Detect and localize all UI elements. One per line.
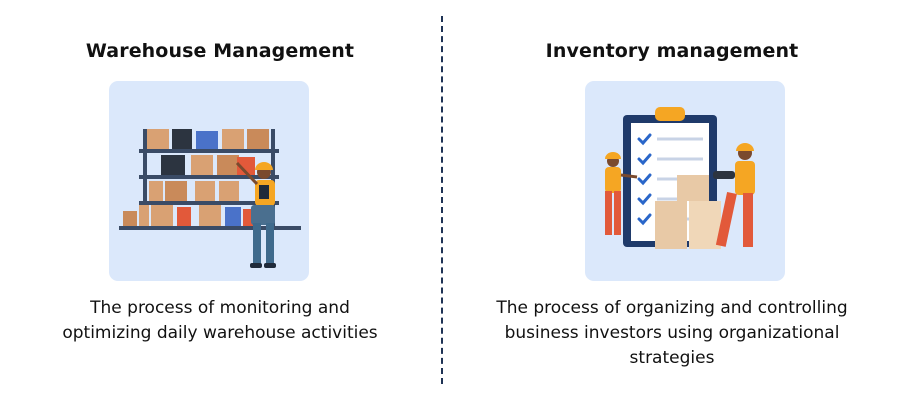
description-line: The process of organizing and controllin…	[496, 298, 848, 318]
inventory-management-title: Inventory management	[545, 40, 799, 62]
description-line: optimizing daily warehouse activities	[62, 323, 378, 343]
inventory-management-description: The process of organizing and controllin…	[444, 296, 900, 371]
warehouse-shelves-icon	[119, 129, 301, 268]
inventory-illustration-card	[585, 81, 785, 281]
warehouse-management-column: Warehouse Management	[0, 0, 440, 414]
inventory-clipboard-icon	[605, 107, 755, 249]
description-line: strategies	[629, 348, 715, 368]
warehouse-management-title: Warehouse Management	[85, 40, 355, 62]
warehouse-illustration-card	[109, 81, 309, 281]
inventory-management-column: Inventory management	[444, 0, 900, 414]
description-line: business investors using organizational	[504, 323, 840, 343]
warehouse-management-description: The process of monitoring and optimizing…	[0, 296, 440, 346]
description-line: The process of monitoring and	[90, 298, 350, 318]
column-divider	[441, 16, 443, 384]
